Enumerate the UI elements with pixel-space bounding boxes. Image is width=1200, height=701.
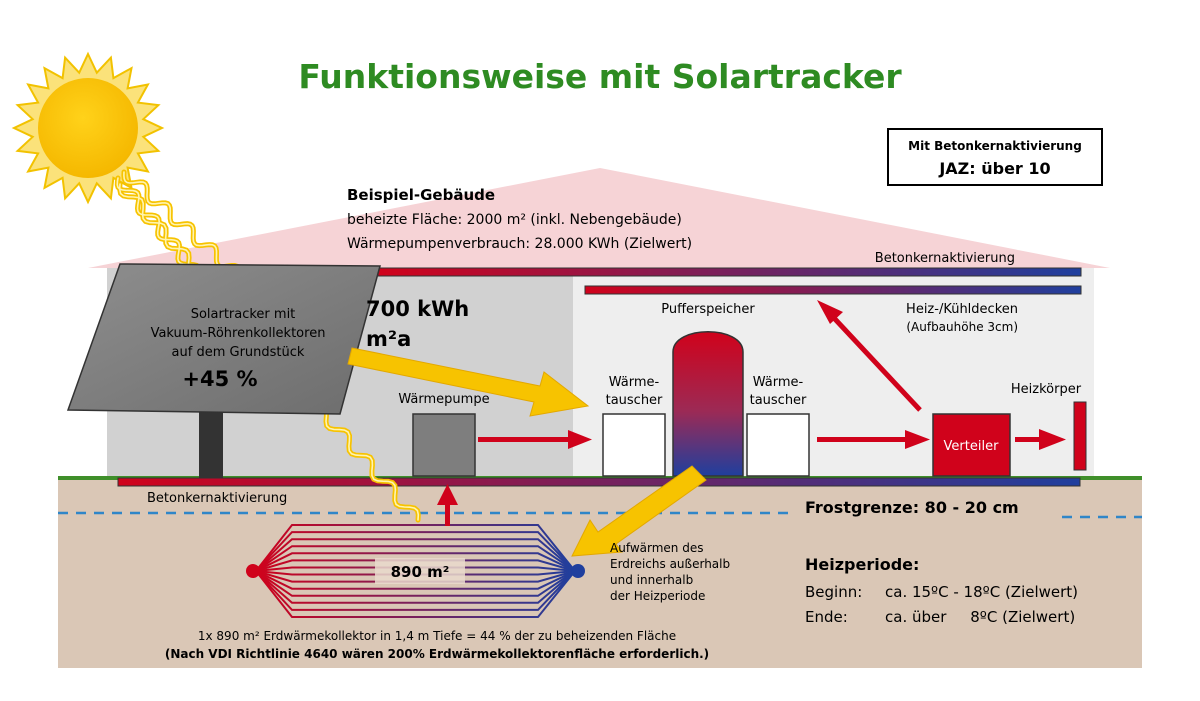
- collector-loop: [255, 552, 576, 572]
- building-heading: Beispiel-Gebäude: [347, 186, 495, 204]
- heizperiode-end-label: Ende:: [805, 608, 848, 626]
- warming-line-1: Aufwärmen des: [610, 541, 703, 555]
- label-heiz-kuehl-sub: (Aufbauhöhe 3cm): [906, 320, 1018, 334]
- heizperiode-begin-value: ca. 15ºC - 18ºC (Zielwert): [885, 583, 1078, 601]
- energy-value: 700 kWh: [366, 297, 469, 321]
- label-beton-top: Betonkernaktivierung: [875, 251, 1015, 266]
- jaz-line-2: JAZ: über 10: [938, 159, 1050, 178]
- warming-line-3: und innerhalb: [610, 573, 693, 587]
- label-waermepumpe: Wärmepumpe: [398, 392, 489, 407]
- collector-note-2: (Nach VDI Richtlinie 4640 wären 200% Erd…: [165, 647, 709, 661]
- collector-loop: [255, 545, 576, 572]
- heat-pump-icon: [412, 413, 476, 477]
- label-pufferspeicher: Pufferspeicher: [661, 302, 755, 317]
- label-heiz-kuehl: Heiz-/Kühldecken: [906, 302, 1018, 317]
- label-heizkoerper: Heizkörper: [1011, 382, 1082, 397]
- jaz-line-1: Mit Betonkernaktivierung: [908, 139, 1082, 153]
- collector-label-bg: [375, 558, 465, 584]
- arrow-ground-to-pump: [437, 484, 458, 526]
- buffer-tank-icon: [672, 331, 744, 477]
- arrow-pump-to-exchanger: [478, 430, 592, 449]
- heizperiode-begin-label: Beginn:: [805, 583, 862, 601]
- distributor-icon: [932, 413, 1011, 477]
- jaz-box: Mit Betonkernaktivierung JAZ: über 10: [887, 128, 1103, 186]
- collector-loop: [255, 570, 576, 611]
- label-wt-left-1: Wärme-: [609, 375, 660, 390]
- heizperiode-end-value: ca. über 8ºC (Zielwert): [885, 608, 1075, 626]
- heizperiode-title: Heizperiode:: [805, 555, 919, 574]
- ceiling-pipe: [584, 285, 1082, 295]
- arrow-tank-to-ground: [571, 465, 707, 557]
- collector-loop: [255, 531, 576, 572]
- solar-text-2: Vakuum-Röhrenkollektoren: [151, 326, 326, 341]
- collector-loop: [255, 570, 576, 604]
- collector-outlet: [571, 564, 585, 578]
- beton-pipe-top: [377, 267, 1082, 277]
- page-title: Funktionsweise mit Solartracker: [298, 57, 902, 96]
- solar-text-3: auf dem Grundstück: [172, 345, 305, 360]
- warming-line-4: der Heizperiode: [610, 589, 705, 603]
- label-frostgrenze: Frostgrenze: 80 - 20 cm: [805, 498, 1019, 517]
- energy-unit: m²a: [366, 327, 411, 351]
- collector-note-1: 1x 890 m² Erdwärmekollektor in 1,4 m Tie…: [198, 629, 676, 643]
- roof: [88, 168, 1110, 268]
- arrow-distributor-to-radiator: [1015, 429, 1066, 450]
- solar-panel-icon: [66, 263, 381, 478]
- warming-line-2: Erdreichs außerhalb: [610, 557, 730, 571]
- arrow-exchanger-to-distributor: [817, 430, 930, 449]
- collector-loop: [255, 524, 576, 572]
- arrow-distributor-to-ceiling: [817, 300, 922, 412]
- label-beton-bottom: Betonkernaktivierung: [147, 491, 287, 506]
- label-verteiler: Verteiler: [944, 439, 1000, 454]
- beton-pipe-bottom: [117, 477, 1081, 487]
- label-wt-left-2: tauscher: [606, 393, 663, 408]
- heat-exchanger-left: [602, 413, 666, 477]
- collector-loop: [255, 538, 576, 572]
- label-wt-right-2: tauscher: [750, 393, 807, 408]
- solar-gain: +45 %: [182, 367, 257, 391]
- arrow-solar-to-exchanger: [347, 347, 590, 417]
- building-consumption: Wärmepumpenverbrauch: 28.000 KWh (Zielwe…: [347, 236, 692, 252]
- collector-inlet: [246, 564, 260, 578]
- sun-icon: [11, 51, 165, 205]
- collector-loop: [255, 570, 576, 618]
- solar-text-1: Solartracker mit: [191, 307, 296, 322]
- ground: [58, 478, 1142, 668]
- heat-exchanger-right: [746, 413, 810, 477]
- collector-loop: [255, 570, 576, 597]
- collector-area: 890 m²: [391, 563, 450, 581]
- radiator-icon: [1073, 401, 1087, 471]
- collector-loop: [255, 570, 576, 590]
- label-wt-right-1: Wärme-: [753, 375, 804, 390]
- building-area: beheizte Fläche: 2000 m² (inkl. Nebengeb…: [347, 212, 682, 228]
